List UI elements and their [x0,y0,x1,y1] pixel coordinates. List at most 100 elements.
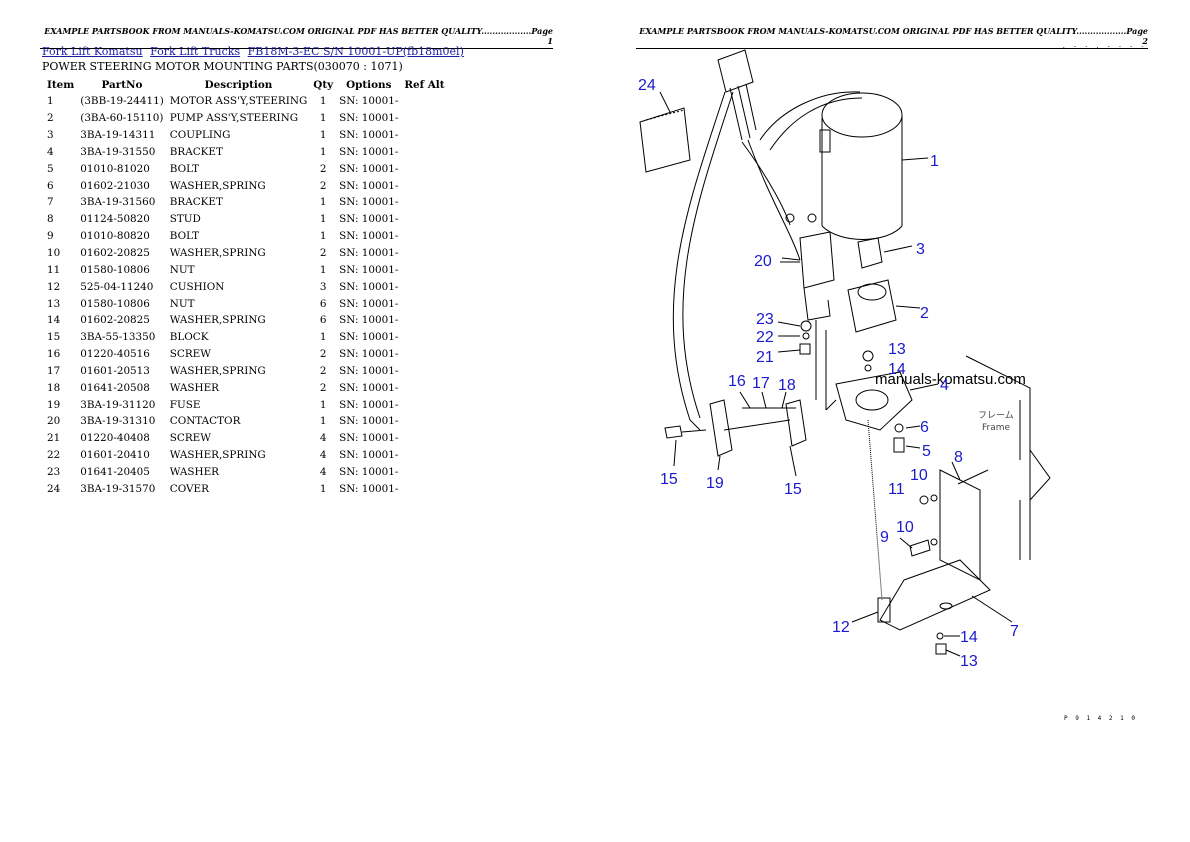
cell-description: BLOCK [169,331,209,344]
cell-item: 3 [47,129,54,142]
cell-item: 9 [47,230,54,243]
cell-item: 12 [47,280,61,293]
cell-description: BRACKET [169,145,223,158]
cell-qty: 1 [319,213,327,226]
diagram-text: . - - . - - - - manuals-komatsu.com フレーム… [638,43,1144,722]
col-header-item: Item [47,78,75,91]
cell-qty: 2 [319,247,327,260]
cell-partno: 3BA-19-31550 [80,145,156,158]
cell-partno: 01602-20825 [80,314,150,327]
cell-item: 8 [47,213,54,226]
cell-qty: 2 [319,348,327,361]
cable-part [672,91,726,431]
connector-plug-part [717,49,754,93]
cell-qty: 1 [319,230,327,243]
cell-partno: (3BA-60-15110) [80,112,164,125]
col-header-description: Description [204,78,273,91]
cell-options: SN: 10001- [339,449,399,462]
cell-options: SN: 10001- [339,381,399,394]
cell-description: MOTOR ASS'Y,STEERING [169,95,308,108]
cell-partno: 3BA-19-31560 [80,196,156,209]
callout-9: 9 [880,529,889,546]
cell-item: 15 [47,331,61,344]
cover-part [639,107,691,173]
callout-12: 12 [832,619,850,636]
cell-qty: 6 [319,297,327,310]
callout-14a: 14 [888,361,906,378]
cell-options: SN: 10001- [339,348,399,361]
page-1: EXAMPLE PARTSBOOK FROM MANUALS-KOMATSU.C… [40,26,553,497]
cell-description: WASHER [169,465,220,478]
callout-24: 24 [638,77,656,94]
cell-options: SN: 10001- [339,145,399,158]
callout-21: 21 [756,349,774,366]
coupling-part [857,237,883,269]
cell-description: WASHER,SPRING [169,314,266,327]
cell-options: SN: 10001- [339,398,399,411]
cell-description: CUSHION [169,280,225,293]
callout-8: 8 [954,449,963,466]
callout-7: 7 [1010,623,1019,640]
section-title: POWER STEERING MOTOR MOUNTING PARTS(0300… [42,60,403,73]
cell-description: PUMP ASS'Y,STEERING [169,112,299,125]
watermark: manuals-komatsu.com [875,371,1026,388]
nut-part [862,350,874,362]
callout-23: 23 [756,311,774,328]
cell-item: 10 [47,247,61,260]
cell-options: SN: 10001- [339,364,399,377]
cell-partno: 3BA-19-31120 [80,398,156,411]
parts-table-header-row: Item PartNo Description Qty Options Ref … [44,76,448,93]
cell-partno: 3BA-19-31310 [80,415,156,428]
cell-item: 2 [47,112,54,125]
cell-options: SN: 10001- [339,247,399,260]
cell-partno: 01124-50820 [80,213,150,226]
col-header-options: Options [346,78,392,91]
cell-partno: 3BA-19-14311 [80,129,156,142]
cell-description: SCREW [169,432,211,445]
cell-qty: 2 [319,179,327,192]
cell-item: 14 [47,314,61,327]
callout-6: 6 [920,419,929,436]
cell-options: SN: 10001- [339,129,399,142]
callout-13a: 13 [888,341,906,358]
breadcrumb-link-model[interactable]: FB18M-3-EC S/N 10001-UP(fb18m0el) [247,45,464,58]
cell-partno: 01641-20405 [80,465,150,478]
page-1-header: EXAMPLE PARTSBOOK FROM MANUALS-KOMATSU.C… [40,26,553,49]
cell-options: SN: 10001- [339,432,399,445]
callout-1: 1 [930,153,939,170]
cell-qty: 1 [319,196,327,209]
cell-item: 16 [47,348,61,361]
cell-partno: 3BA-19-31570 [80,482,156,495]
col-header-partno: PartNo [101,78,143,91]
breadcrumb-link-fork-lift-trucks[interactable]: Fork Lift Trucks [150,45,241,58]
cell-qty: 6 [319,314,327,327]
cell-item: 18 [47,381,61,394]
steering-motor-part [821,92,903,138]
frame-outline [965,355,1051,560]
cell-description: FUSE [169,398,201,411]
cell-partno: (3BB-19-24411) [80,95,164,108]
drawing-code: P 9 1 4 2 1 0 [1064,715,1137,722]
page-2: EXAMPLE PARTSBOOK FROM MANUALS-KOMATSU.C… [595,0,1190,842]
cell-options: SN: 10001- [339,95,399,108]
breadcrumb-link-fork-lift-komatsu[interactable]: Fork Lift Komatsu [42,45,143,58]
cell-qty: 1 [319,129,327,142]
callout-16: 16 [728,373,746,390]
callout-17: 17 [752,375,770,392]
